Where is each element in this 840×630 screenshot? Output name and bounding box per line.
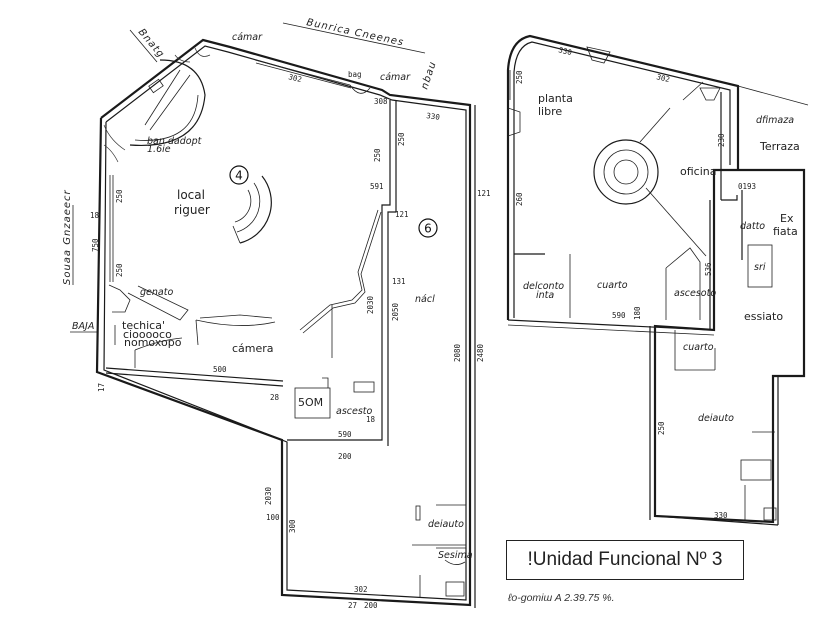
dim-300: 300: [288, 519, 297, 533]
dim-27: 27: [348, 601, 357, 610]
dim-250-b: 250: [373, 148, 382, 162]
dim-180: 180: [633, 306, 642, 320]
dim-200-bottom: 200: [364, 601, 378, 610]
room-label-terraza: Terraza: [759, 140, 800, 153]
room-sublabel-planta: libre: [538, 105, 562, 118]
room-label-cuarto-1: cuarto: [597, 280, 628, 291]
dim-330: 330: [426, 111, 441, 122]
unit-number-4: 4: [235, 169, 243, 183]
dim-2050: 2050: [391, 302, 400, 321]
dim-100: 100: [266, 513, 280, 522]
floor-label-baja: BAJA: [70, 321, 98, 333]
dim-591: 591: [370, 182, 384, 191]
dim-18-b: 18: [366, 415, 376, 424]
dim-18: 18: [90, 211, 100, 220]
dim-302-top: 302: [288, 72, 303, 84]
room-label-essiato: essiato: [744, 310, 783, 323]
unit-marker-6: 6: [418, 218, 438, 238]
room-label-som: 5OM: [298, 396, 323, 409]
dim-250-a: 250: [397, 132, 406, 146]
unit-number-6: 6: [424, 222, 432, 236]
room-label-camera: cámera: [232, 342, 274, 355]
street-label-top-right: nbau: [419, 60, 438, 91]
dim-536: 536: [704, 262, 713, 276]
dim-330-bottom: 330: [714, 511, 728, 520]
dim-302-top-right: 302: [656, 72, 671, 84]
room-label-sesima: Sesima: [438, 550, 473, 561]
right-plan: [506, 34, 809, 526]
room-label-oficina: oficina: [680, 165, 716, 178]
dim-2030-low: 2030: [264, 486, 273, 505]
dim-250-low: 250: [657, 421, 666, 435]
dim-28: 28: [270, 393, 280, 402]
label-camar-2: cámar: [380, 72, 411, 83]
room-sublabel-delconto: inta: [536, 290, 554, 301]
dim-750: 750: [91, 238, 100, 252]
room-label-delconto: delconto: [523, 281, 564, 292]
dim-250-left-right: 250: [515, 70, 524, 84]
dim-250-left-2: 250: [115, 263, 124, 277]
label-camar-1: cámar: [232, 32, 263, 43]
room-sublabel-local: riguer: [174, 203, 210, 217]
room-label-sri: sri: [754, 262, 766, 273]
dim-121-b: 121: [477, 189, 491, 198]
unit-marker-4: 4: [229, 165, 249, 185]
street-label-top-left: Bnatg: [129, 27, 166, 63]
dim-131: 131: [392, 277, 406, 286]
room-label-genato: genato: [140, 287, 173, 298]
plan-title: !Unidad Funcional Nº 3: [527, 549, 723, 570]
dim-330-top: 330: [558, 45, 574, 57]
street-label-left: Souaa Gnzaeecr: [62, 189, 74, 285]
label-bag: bag: [348, 70, 362, 79]
dim-500: 500: [213, 365, 227, 374]
floor-label: BAJA: [72, 321, 94, 332]
dim-121-a: 121: [395, 210, 409, 219]
dim-2030: 2030: [366, 295, 375, 314]
left-plan: [95, 38, 476, 608]
dim-2080: 2080: [453, 343, 462, 362]
room-label-planta: planta: [538, 92, 573, 105]
dim-590-right: 590: [612, 311, 626, 320]
dim-590: 590: [338, 430, 352, 439]
dim-230: 230: [717, 133, 726, 147]
dim-0193: 0193: [738, 182, 756, 191]
room-sublabel-bano: 1.6ie: [147, 144, 171, 155]
street-name-top: Bunrica Cneenes: [305, 17, 405, 48]
room-label-cuarto-2: cuarto: [683, 342, 714, 353]
room-label-deiauto-right: deiauto: [698, 413, 734, 424]
room-label-fiata: fiata: [773, 225, 798, 238]
street-label-top: Bunrica Cneenes: [282, 17, 426, 54]
room-label-bano: ban dadopt: [147, 136, 203, 147]
dim-17: 17: [97, 383, 106, 392]
room-label-datto: datto: [740, 221, 765, 232]
street-name-left: Souaa Gnzaeecr: [62, 189, 73, 285]
room-label-ex: Ex: [780, 212, 794, 225]
dim-302-bottom: 302: [354, 585, 368, 594]
room-sublabel-techica-1: ciooooco: [123, 328, 172, 341]
room-label-deiauto-left: deiauto: [428, 519, 464, 530]
dim-250-left: 250: [115, 189, 124, 203]
dim-200-mid: 200: [338, 452, 352, 461]
room-sublabel-techica-2: nomoxopo: [124, 336, 182, 349]
dim-308: 308: [374, 97, 388, 106]
dim-2480: 2480: [476, 343, 485, 362]
dim-260-left: 260: [515, 192, 524, 206]
room-label-techica: techica': [122, 319, 165, 332]
title-block: !Unidad Funcional Nº 3: [506, 540, 744, 580]
plan-subtitle: ℓo-gomiɯ A 2.39.75 %.: [508, 592, 615, 604]
room-label-dimaza: dfimaza: [756, 115, 794, 126]
room-label-nacl: nácl: [415, 294, 435, 305]
street-name-top-right: nbau: [419, 60, 438, 91]
room-label-ascesto: ascesto: [336, 406, 373, 417]
room-label-ascesoto: ascesoto: [674, 288, 716, 299]
room-label-local: local: [177, 188, 205, 202]
